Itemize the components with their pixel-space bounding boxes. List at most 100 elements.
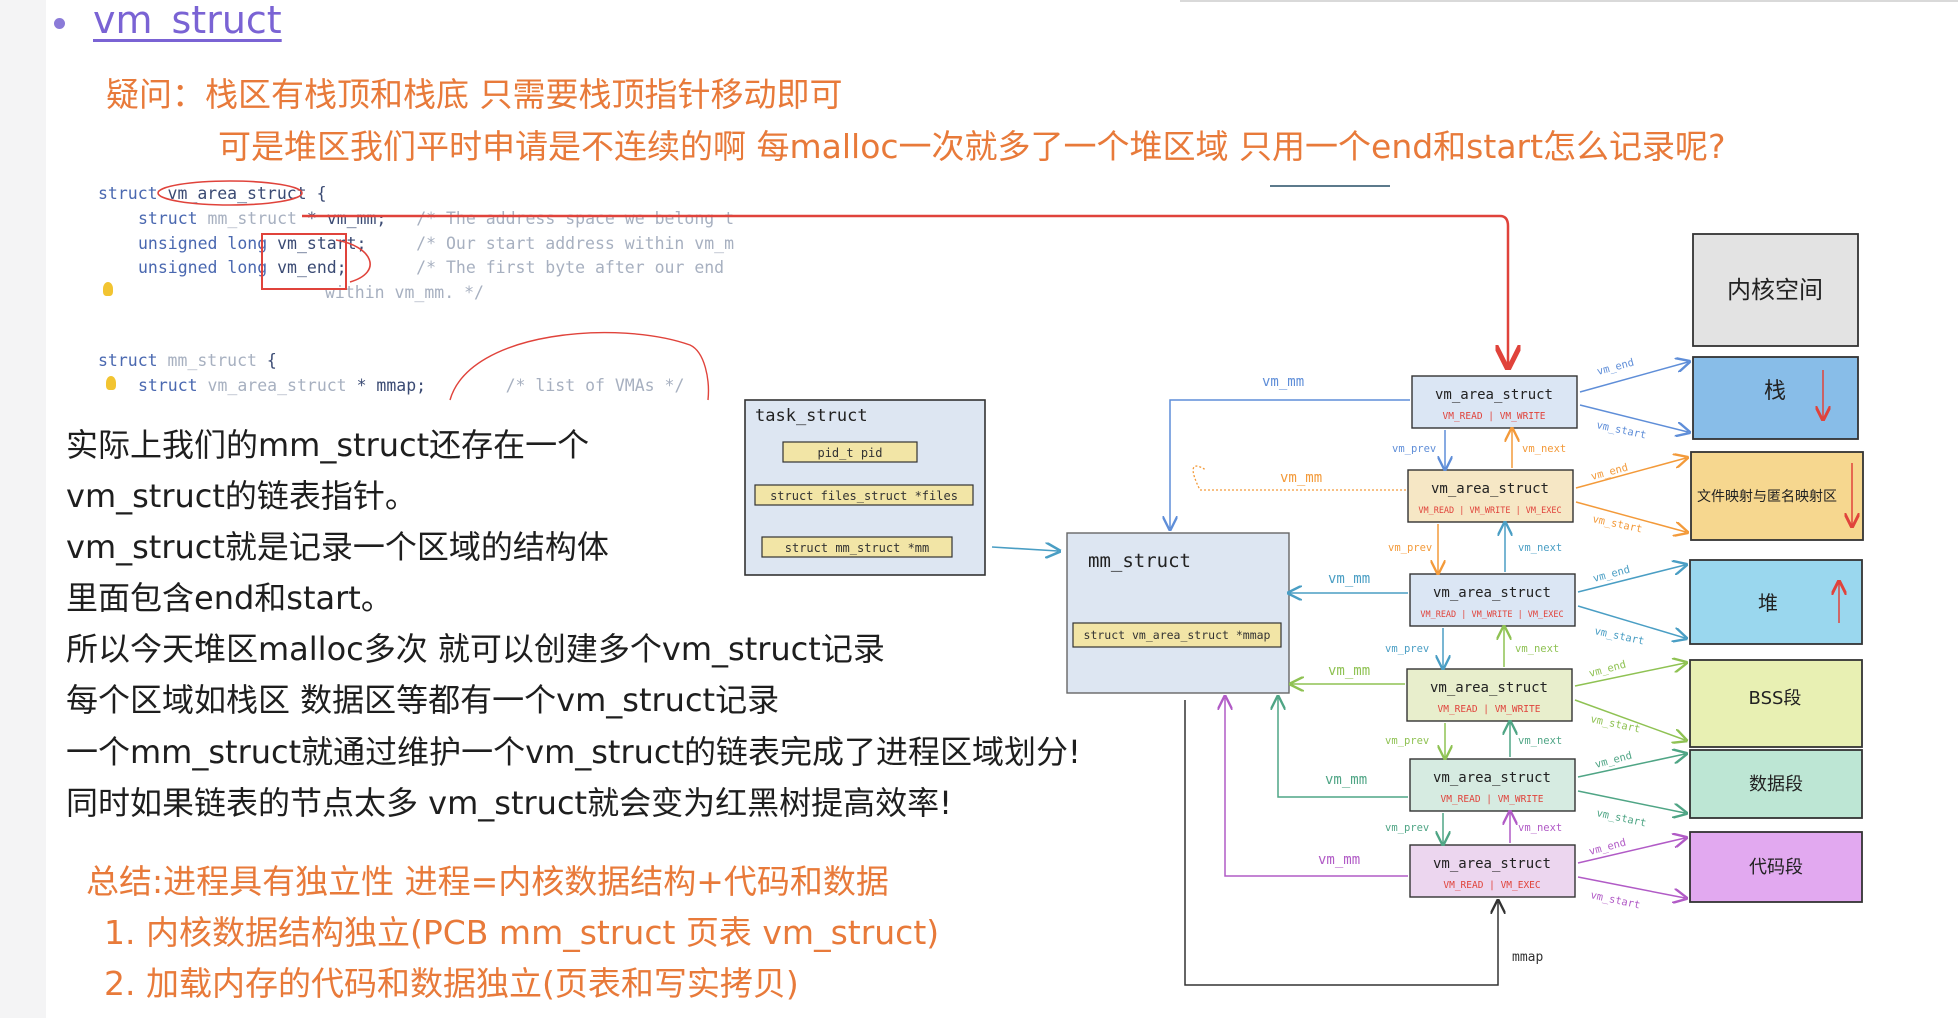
lightbulb-icon[interactable] xyxy=(103,282,113,296)
vm-end-label: vm_end xyxy=(1594,749,1634,770)
explanation-line: vm_struct的链表指针。 xyxy=(66,477,417,515)
vm-mm-label: vm_mm xyxy=(1328,663,1370,679)
code-type: vm_area_struct xyxy=(207,376,347,395)
region-label: 数据段 xyxy=(1749,774,1803,795)
region-heap: 堆 xyxy=(1689,559,1863,645)
code-keyword: unsigned long xyxy=(138,258,268,277)
vm-mm-label: vm_mm xyxy=(1325,772,1367,788)
bullet-dot xyxy=(54,18,65,29)
task-field-files: struct files_struct *files xyxy=(770,489,958,503)
vm-end-label: vm_end xyxy=(1596,356,1636,377)
code-var: * mmap; xyxy=(356,376,427,395)
explanation-line: 同时如果链表的节点太多 vm_struct就会变为红黑树提高效率! xyxy=(66,784,952,822)
vm-next-label: vm_next xyxy=(1518,822,1562,834)
region-data: 数据段 xyxy=(1689,749,1863,819)
vma-node-bss: vm_area_struct VM_READ | VM_WRITE xyxy=(1406,668,1573,722)
code-line-vm-end: unsigned long vm_end; /* The first byte … xyxy=(138,258,724,277)
code-comment: within vm_mm. */ xyxy=(325,283,484,302)
vma-title: vm_area_struct xyxy=(1435,387,1553,403)
code-keyword: struct xyxy=(138,209,198,228)
region-filemap: 文件映射与匿名映射区 xyxy=(1690,451,1864,541)
vma-link-labels: vm_prev vm_next vm_prev vm_next vm_prev … xyxy=(1385,443,1566,834)
vm-start-label: vm_start xyxy=(1593,625,1645,647)
region-pointer-labels: vm_end vm_start vm_end vm_start vm_end v… xyxy=(1588,356,1648,911)
vm-start-label: vm_start xyxy=(1591,513,1643,535)
region-label: 代码段 xyxy=(1749,857,1803,878)
highlight-box xyxy=(261,233,347,290)
curve-annotation xyxy=(449,331,710,401)
lightbulb-icon[interactable] xyxy=(106,376,116,390)
region-label: 堆 xyxy=(1758,591,1778,615)
vm-next-label: vm_next xyxy=(1522,443,1566,455)
code-comment: /* The address space we belong t xyxy=(416,209,735,228)
vma-title: vm_area_struct xyxy=(1431,481,1549,497)
vm-prev-label: vm_prev xyxy=(1385,643,1429,655)
vma-title: vm_area_struct xyxy=(1433,585,1551,601)
vm-next-label: vm_next xyxy=(1518,542,1562,554)
explanation-line: vm_struct就是记录一个区域的结构体 xyxy=(66,528,609,566)
vm-mm-label: vm_mm xyxy=(1262,374,1304,390)
code-line-comment-cont: within vm_mm. */ xyxy=(325,283,484,302)
vma-node-filemap: vm_area_struct VM_READ | VM_WRITE | VM_E… xyxy=(1407,469,1574,523)
vm-mm-label: vm_mm xyxy=(1280,470,1322,486)
vm-next-label: vm_next xyxy=(1518,735,1562,747)
code-struct-name: mm_struct xyxy=(167,351,257,370)
code-type: mm_struct xyxy=(207,209,297,228)
region-code: 代码段 xyxy=(1689,831,1863,903)
vm-mm-label: vm_mm xyxy=(1318,852,1360,868)
vma-title: vm_area_struct xyxy=(1430,680,1548,696)
left-gutter xyxy=(0,0,46,1018)
vm-end-label: vm_end xyxy=(1588,836,1628,857)
vma-flags: VM_READ | VM_WRITE xyxy=(1438,704,1541,715)
region-stack: 栈 xyxy=(1692,356,1859,440)
circle-annotation xyxy=(157,180,303,206)
explanation-line: 实际上我们的mm_struct还存在一个 xyxy=(66,426,590,464)
vma-flags: VM_READ | VM_WRITE xyxy=(1443,411,1546,422)
region-bss: BSS段 xyxy=(1689,659,1863,748)
section-heading[interactable]: vm_struct xyxy=(93,0,282,42)
code-keyword: struct xyxy=(138,376,198,395)
mm-struct-box: mm_struct struct vm_area_struct *mmap xyxy=(1066,532,1290,694)
summary-item-1: 1. 内核数据结构独立(PCB mm_struct 页表 vm_struct) xyxy=(104,913,940,952)
region-label: BSS段 xyxy=(1749,688,1802,709)
mm-pointer-arrow xyxy=(991,547,1058,551)
vma-flags: VM_READ | VM_WRITE | VM_EXEC xyxy=(1418,506,1561,516)
code-line-vm-area-struct: struct vm_area_struct { xyxy=(98,184,327,203)
code-line-mmap: struct vm_area_struct * mmap; /* list of… xyxy=(138,376,684,395)
vm-start-label: vm_start xyxy=(1595,807,1647,829)
task-field-mm: struct mm_struct *mm xyxy=(785,541,930,555)
question-line-2: 可是堆区我们平时申请是不连续的啊 每malloc一次就多了一个堆区域 只用一个e… xyxy=(218,127,1726,166)
region-label: 文件映射与匿名映射区 xyxy=(1697,489,1837,505)
region-label: 栈 xyxy=(1764,379,1786,404)
vma-node-data: vm_area_struct VM_READ | VM_WRITE xyxy=(1409,758,1576,812)
explanation-line: 每个区域如栈区 数据区等都有一个vm_struct记录 xyxy=(66,681,780,719)
bracket-annotation xyxy=(335,239,371,283)
pointer-arrow xyxy=(302,214,1508,365)
task-struct-box: task_struct pid_t pid struct files_struc… xyxy=(744,399,986,576)
vma-node-stack: vm_area_struct VM_READ | VM_WRITE xyxy=(1411,375,1578,429)
vm-mm-labels: vm_mm vm_mm vm_mm vm_mm vm_mm vm_mm mmap xyxy=(1262,374,1543,965)
code-comment: /* Our start address within vm_m xyxy=(416,234,735,253)
vm-prev-label: vm_prev xyxy=(1385,735,1429,747)
mm-field-mmap: struct vm_area_struct *mmap xyxy=(1084,628,1271,642)
top-divider xyxy=(1180,0,1958,2)
vm-start-label: vm_start xyxy=(1589,713,1641,735)
code-comment: /* list of VMAs */ xyxy=(505,376,685,395)
red-annotations xyxy=(157,180,1508,401)
summary-title: 总结:进程具有独立性 进程=内核数据结构+代码和数据 xyxy=(86,862,889,901)
code-keyword: unsigned long xyxy=(138,234,268,253)
region-pointer-arrows xyxy=(1574,362,1688,898)
code-brace: { xyxy=(316,184,327,203)
code-var: * vm_mm; xyxy=(306,209,387,228)
summary-item-2: 2. 加载内存的代码和数据独立(页表和写实拷贝) xyxy=(104,964,799,1003)
task-struct-title: task_struct xyxy=(755,406,868,426)
vma-flags: VM_READ | VM_WRITE | VM_EXEC xyxy=(1420,610,1563,620)
vma-flags: VM_READ | VM_EXEC xyxy=(1443,880,1540,891)
vm-prev-label: vm_prev xyxy=(1388,542,1432,554)
explanation-line: 一个mm_struct就通过维护一个vm_struct的链表完成了进程区域划分! xyxy=(66,733,1081,771)
region-label: 内核空间 xyxy=(1727,276,1823,304)
vma-link-arrows xyxy=(1438,430,1512,843)
code-line-mm-struct: struct mm_struct { xyxy=(98,351,277,370)
code-struct-name: vm_area_struct xyxy=(167,184,307,203)
